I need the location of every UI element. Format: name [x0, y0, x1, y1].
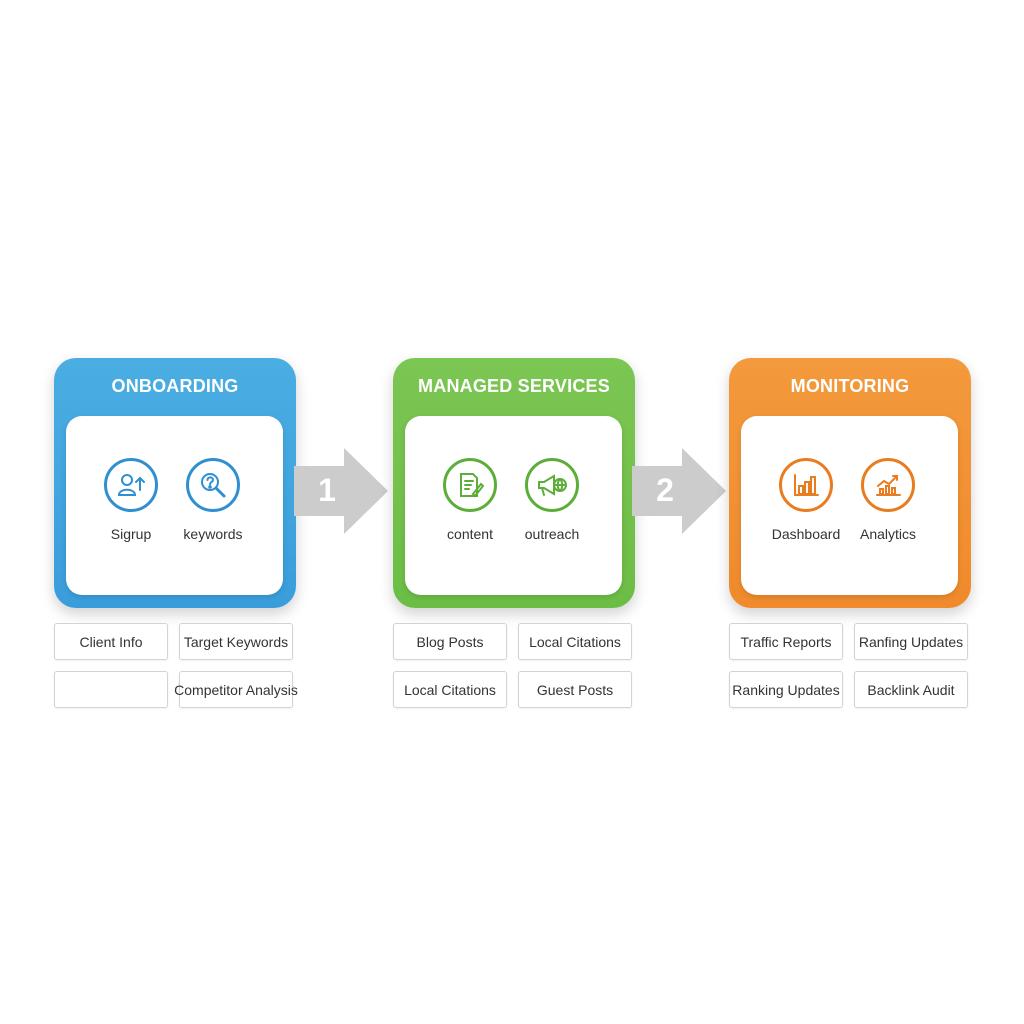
tag-grid-managed-services: Blog Posts Local Citations Local Citatio… — [393, 623, 635, 709]
tag-grid-monitoring: Traffic Reports Ranfing Updates Ranking … — [729, 623, 971, 709]
icon-group-keywords: keywords — [163, 458, 263, 542]
tag-grid-onboarding: Client Info Target Keywords Competitor A… — [54, 623, 298, 709]
stage-monitoring: MONITORING Dashboard — [729, 358, 971, 608]
tag-blog-posts: Blog Posts — [393, 623, 507, 660]
stage-card: Dashboard Analytics — [741, 416, 958, 595]
megaphone-globe-icon — [525, 458, 579, 512]
stage-card: content outreach — [405, 416, 622, 595]
tag-local-citations: Local Citations — [393, 671, 507, 708]
icon-label: Sigrup — [110, 526, 152, 542]
document-edit-icon — [443, 458, 497, 512]
tag-client-info: Client Info — [54, 623, 168, 660]
stage-title: ONBOARDING — [111, 376, 239, 396]
icon-group-analytics: Analytics — [838, 458, 938, 542]
stage-card: Sigrup keywords — [66, 416, 283, 595]
icon-label: keywords — [183, 526, 243, 542]
icon-group-dashboard: Dashboard — [756, 458, 856, 542]
flow-arrow-1: 1 — [294, 448, 390, 534]
icon-label: Dashboard — [771, 526, 841, 542]
tag-ranfing-updates: Ranfing Updates — [854, 623, 968, 660]
line-chart-icon — [861, 458, 915, 512]
tag-target-keywords: Target Keywords — [179, 623, 293, 660]
icon-label: outreach — [524, 526, 580, 542]
stage-managed-services: MANAGED SERVICES content outr — [393, 358, 635, 608]
tag-competitor-analysis: Competitor Analysis — [174, 671, 298, 708]
icon-group-content: content — [420, 458, 520, 542]
stage-onboarding: ONBOARDING Sigrup keywords — [54, 358, 296, 608]
tag-ranking-updates: Ranking Updates — [729, 671, 843, 708]
tag-empty — [54, 671, 168, 708]
step-number: 1 — [318, 472, 336, 508]
tag-traffic-reports: Traffic Reports — [729, 623, 843, 660]
icon-group-outreach: outreach — [502, 458, 602, 542]
tag-backlink-audit: Backlink Audit — [854, 671, 968, 708]
flow-arrow-2: 2 — [632, 448, 728, 534]
user-upload-icon — [104, 458, 158, 512]
icon-label: content — [447, 526, 493, 542]
tag-local-citations: Local Citations — [518, 623, 632, 660]
step-number: 2 — [656, 472, 674, 508]
bar-chart-icon — [779, 458, 833, 512]
search-question-icon — [186, 458, 240, 512]
icon-label: Analytics — [859, 526, 917, 542]
icon-group-signup: Sigrup — [81, 458, 181, 542]
tag-guest-posts: Guest Posts — [518, 671, 632, 708]
stage-title: MANAGED SERVICES — [418, 376, 610, 396]
stage-title: MONITORING — [790, 376, 910, 396]
